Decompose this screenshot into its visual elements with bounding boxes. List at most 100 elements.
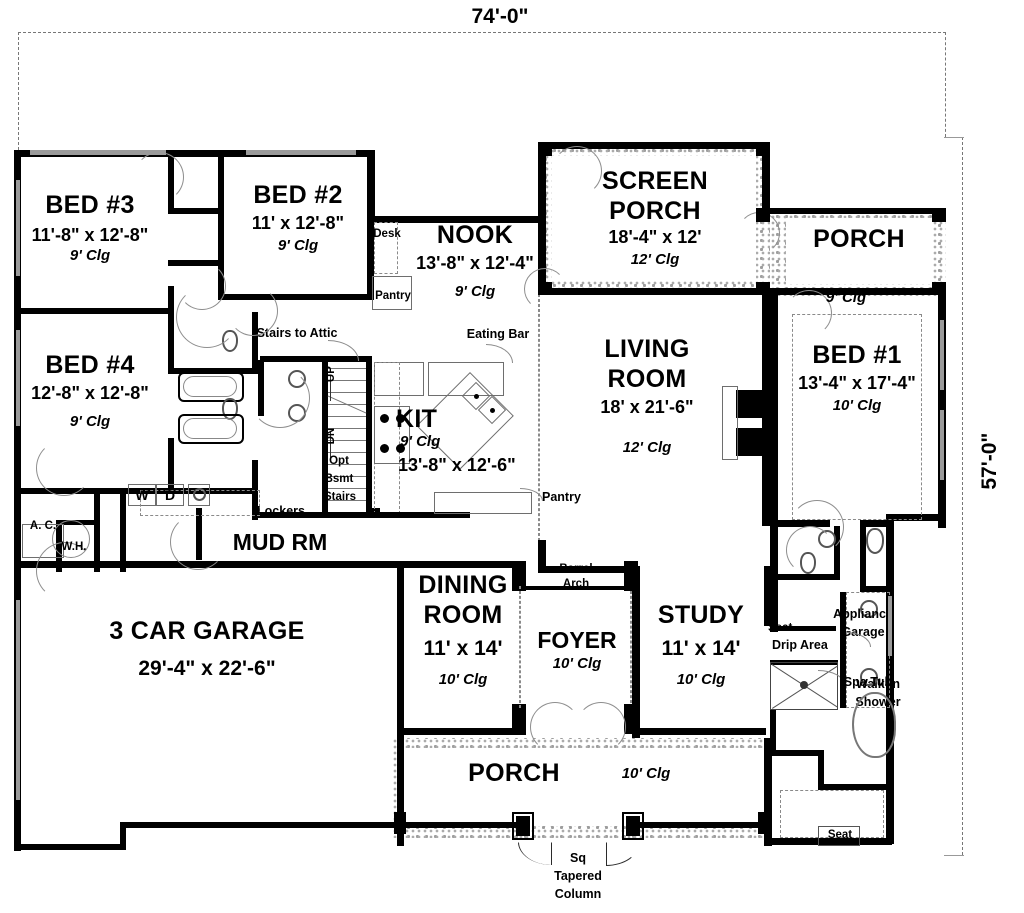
- pantry-nook-box: [372, 276, 412, 310]
- study-name: STUDY: [657, 601, 745, 629]
- wh-closet-wall-r: [94, 488, 100, 572]
- bed3-name: BED #3: [45, 191, 135, 219]
- screen-porch-post-e: [538, 282, 552, 295]
- washer-label: W: [135, 487, 149, 503]
- toilet-master: [866, 528, 884, 554]
- door-arc-hall-b: [228, 286, 278, 336]
- master-vanity-sink-b: [860, 668, 878, 686]
- pantry-nook-label: Pantry: [375, 290, 411, 302]
- screen-porch-post-f: [756, 282, 770, 295]
- dining-dim: 11' x 14': [423, 637, 503, 660]
- foyer-wall-right-a: [624, 561, 638, 591]
- garage-wall-right: [397, 561, 404, 846]
- tub-bath-2: [178, 414, 244, 444]
- garage-wall-bottom-left: [14, 844, 124, 850]
- nook-dim: 13'-8" x 12'-4": [416, 253, 534, 273]
- front-door-arc-right: [576, 702, 626, 752]
- depth-tick-bottom: [944, 855, 964, 856]
- vanity-wall: [840, 592, 846, 708]
- stair-tread-7: [328, 440, 366, 441]
- bed2-name: BED #2: [253, 181, 343, 209]
- living-wall-lower-l: [538, 540, 546, 572]
- eating-bar-label: Eating Bar: [466, 327, 530, 341]
- seat-bottom-box: [818, 826, 860, 846]
- shower-drain: [800, 681, 808, 689]
- opt-bsmt-line3: Stairs: [324, 491, 356, 503]
- bed3-dim: 11'-8" x 12'-8": [31, 225, 149, 245]
- bath-divider-wall-b: [258, 360, 264, 370]
- door-arc-master: [790, 500, 844, 554]
- range-box: [374, 406, 410, 464]
- hall-wall-1: [218, 150, 224, 300]
- right-porch-clg: 9' Clg: [825, 289, 867, 306]
- bed2-wall-right: [367, 150, 375, 223]
- study-wall-left: [632, 566, 640, 738]
- door-arc-nook: [524, 268, 566, 310]
- stair-up-label: UP: [324, 366, 337, 383]
- dining-name-1: DINING: [418, 571, 508, 599]
- fireplace-fill-a: [736, 390, 762, 418]
- column-label-1: Sq: [570, 851, 586, 865]
- bed4-closet-wall: [168, 314, 174, 374]
- porch-column-left-fill: [516, 816, 530, 836]
- fireplace-hearth: [722, 386, 738, 460]
- burner-1: [380, 414, 389, 423]
- bed4-dim: 12'-8" x 12'-8": [31, 383, 149, 403]
- right-porch-wall-bottom: [770, 288, 946, 295]
- bed1-clg: 10' Clg: [832, 397, 882, 414]
- screen-porch-wall-right: [762, 142, 770, 216]
- stair-tread-12: [328, 500, 366, 501]
- garage-dim: 29'-4" x 22'-6": [138, 657, 276, 680]
- living-name-1: LIVING: [604, 335, 690, 363]
- living-wall-bottom: [538, 566, 638, 573]
- bed3-clg: 9' Clg: [69, 247, 111, 264]
- foyer-edge-right: [630, 586, 632, 708]
- foyer-edge-left: [519, 586, 521, 708]
- window-bed2-top: [246, 150, 356, 155]
- master-bath-wall-mid: [834, 526, 840, 576]
- overall-width-label: 74'-0": [471, 5, 529, 28]
- front-porch-name: PORCH: [468, 759, 560, 787]
- burner-4: [396, 444, 405, 453]
- living-dim: 18' x 21'-6": [600, 397, 694, 417]
- dn-arrow-shaft: [330, 432, 331, 458]
- front-porch-wall-bottom-left: [392, 822, 522, 828]
- nook-wall-top: [374, 216, 546, 223]
- bed4-name: BED #4: [45, 351, 135, 379]
- right-porch-inner: [786, 218, 932, 284]
- stair-tread-1: [328, 368, 366, 369]
- bed1-wall-left: [770, 288, 778, 526]
- porch-post-c: [756, 208, 770, 222]
- screen-porch-post-a: [538, 142, 552, 156]
- lockers-label: Lockers: [257, 504, 305, 518]
- bed2-wall-bottom: [224, 294, 370, 300]
- foyer-name: FOYER: [537, 627, 617, 653]
- window-bed4-left: [16, 330, 20, 426]
- bed2-clg: 9' Clg: [277, 237, 319, 254]
- door-arc-hall-a: [176, 286, 238, 348]
- porch-column-right-fill: [626, 816, 640, 836]
- opt-bsmt-line1: Opt: [329, 455, 349, 467]
- laundry-sink-box: [188, 484, 210, 506]
- tub-deck-wall-b: [770, 750, 824, 756]
- foyer-wall-right-b: [624, 704, 638, 734]
- eating-bar-leader: [486, 344, 513, 363]
- kit-dim: 13'-8" x 12'-6": [398, 455, 516, 475]
- study-dim: 11' x 14': [661, 637, 741, 660]
- wh-label: W.H.: [61, 541, 87, 553]
- spa-tub-label: Spa Tub: [843, 675, 893, 689]
- front-porch-wall-bottom-right: [636, 822, 772, 828]
- desk-box: [374, 222, 398, 274]
- living-wall-right: [762, 294, 770, 526]
- desk-label: Desk: [373, 228, 401, 240]
- exterior-wall-right-lower: [886, 514, 894, 844]
- garage-wall-jog: [120, 822, 126, 850]
- window-bed1-right-a: [940, 320, 944, 390]
- mud-door-arc: [170, 514, 226, 570]
- nook-clg: 9' Clg: [454, 283, 496, 300]
- window-bed3-top: [30, 150, 166, 155]
- burner-2: [396, 414, 405, 423]
- dining-name-2: ROOM: [423, 601, 503, 629]
- stair-dn-label: DN: [324, 427, 337, 445]
- door-arc-garage-a: [36, 542, 94, 600]
